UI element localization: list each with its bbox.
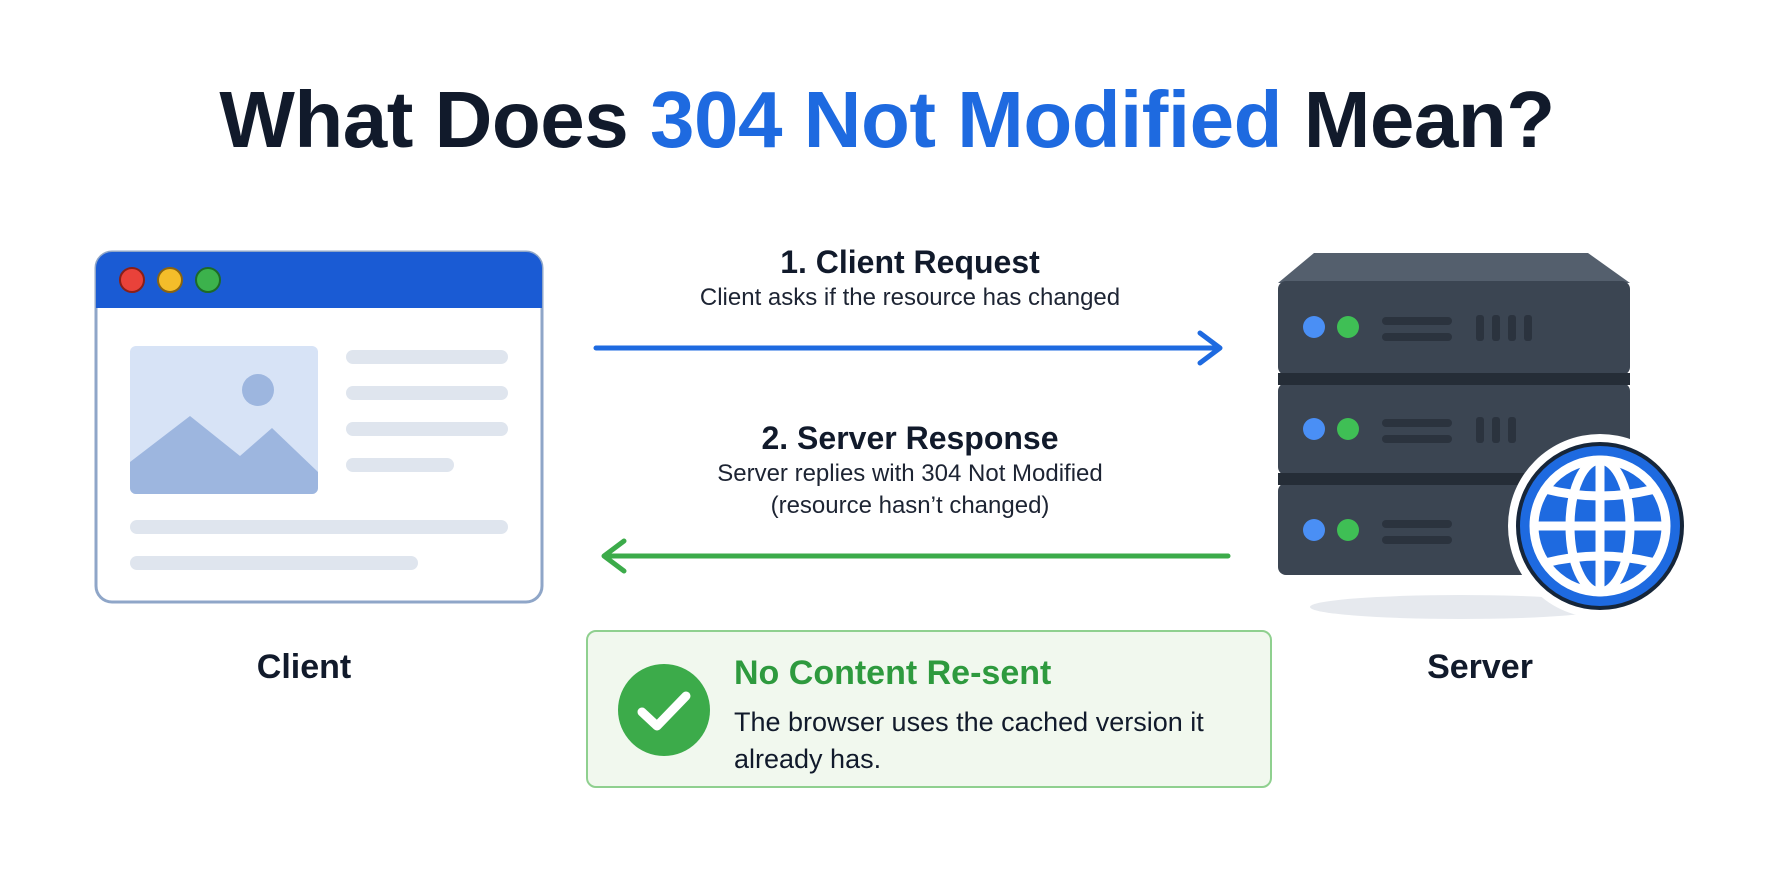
text-line [346,458,454,472]
text-line [346,422,508,436]
title-suffix: Mean? [1282,75,1555,164]
title-highlight: 304 Not Modified [649,75,1283,164]
text-line [346,386,508,400]
server-label: Server [1427,648,1533,686]
server-response-description-line: Server replies with 304 Not Modified [717,460,1103,487]
text-line [130,520,508,534]
server-response-step: 2. Server Response Server replies with 3… [600,418,1220,523]
title-prefix: What Does [219,75,650,164]
page-title: What Does 304 Not Modified Mean? [0,72,1774,168]
request-arrow [593,330,1223,366]
globe-icon [1508,434,1690,618]
window-close-dot [119,267,145,293]
server-unit-lights [1303,316,1359,541]
text-line [130,556,418,570]
client-request-step: 1. Client Request Client asks if the res… [600,242,1220,314]
response-arrow [601,538,1231,574]
window-minimize-dot [157,267,183,293]
client-request-title: 1. Client Request [780,244,1040,280]
server-response-description-line: (resource hasn’t changed) [770,492,1050,520]
text-line [346,350,508,364]
server-response-title: 2. Server Response [761,420,1059,456]
no-content-callout: No Content Re-sent The browser uses the … [586,630,1272,788]
callout-title: No Content Re-sent [734,654,1052,692]
window-maximize-dot [195,267,221,293]
server-stack-icon [1278,253,1690,619]
browser-window-icon [94,250,544,604]
callout-description: The browser uses the cached version it a… [734,707,1204,775]
client-request-description: Client asks if the resource has changed [699,284,1121,311]
client-label: Client [256,648,352,686]
check-circle-icon [618,664,710,756]
